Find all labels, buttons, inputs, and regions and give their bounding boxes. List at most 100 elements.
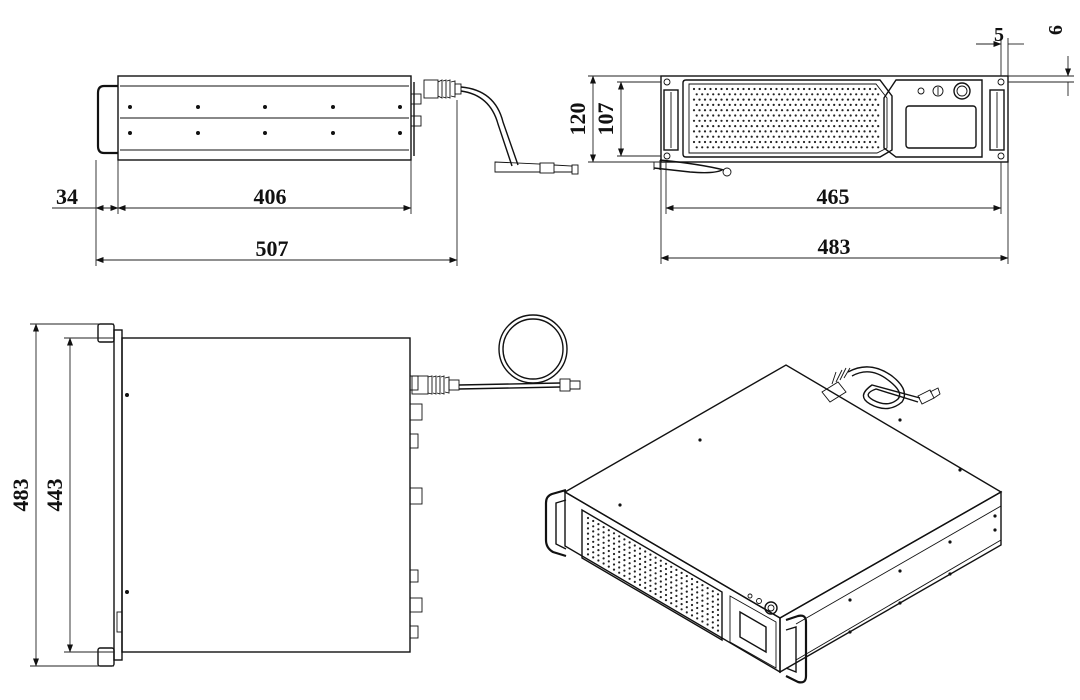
vent-hole [742, 130, 745, 133]
vent-hole [654, 556, 657, 559]
vent-hole [797, 98, 800, 101]
front-handle-right [989, 89, 1005, 151]
vent-hole [728, 125, 731, 128]
vent-hole [670, 591, 673, 594]
vent-hole [844, 135, 847, 138]
vent-hole [772, 135, 775, 138]
vent-hole [716, 619, 720, 622]
vent-hole [592, 519, 595, 523]
vent-hole [767, 146, 770, 149]
vent-hole [824, 140, 828, 144]
vent-hole [633, 554, 636, 558]
vent-hole [618, 561, 621, 564]
vent-hole [706, 592, 709, 595]
vent-hole [747, 109, 751, 112]
vent-hole [654, 587, 657, 591]
vent-hole [833, 114, 836, 117]
vent-hole [877, 125, 880, 128]
vent-hole [871, 103, 874, 106]
vent-hole [725, 140, 729, 144]
vent-hole [633, 560, 636, 563]
isometric-view [544, 364, 1003, 684]
vent-hole [855, 135, 858, 138]
vent-hole [794, 114, 797, 117]
vent-hole [824, 87, 828, 91]
vent-hole [633, 549, 636, 552]
vent-hole [701, 114, 704, 117]
vent-hole [772, 146, 775, 149]
vent-hole [728, 103, 731, 106]
vent-hole [747, 87, 751, 91]
vent-hole [586, 537, 590, 540]
vent-hole [786, 109, 789, 112]
vent-hole [597, 538, 600, 541]
vent-hole [874, 119, 877, 122]
iso-vent-panel [581, 508, 723, 642]
vent-hole [866, 93, 869, 96]
vent-hole [592, 545, 595, 549]
vent-hole [761, 93, 764, 96]
vent-hole [868, 109, 872, 112]
vent-hole [846, 119, 850, 122]
vent-hole [813, 140, 817, 144]
vent-hole [734, 114, 737, 117]
vent-hole [800, 93, 803, 96]
vent-hole [649, 569, 652, 572]
vent-hole [685, 611, 688, 614]
vent-hole [717, 103, 720, 106]
vent-hole [852, 140, 855, 144]
vent-hole [628, 577, 631, 580]
vent-hole [716, 603, 720, 606]
vent-hole [838, 103, 841, 106]
vent-hole [797, 140, 800, 144]
vent-hole [734, 135, 737, 138]
vent-hole [725, 98, 729, 101]
vent-hole [794, 125, 797, 128]
vent-hole [698, 109, 701, 112]
vent-hole [739, 135, 742, 138]
vent-hole [597, 523, 600, 526]
vent-hole [734, 146, 737, 149]
vent-hole [659, 559, 662, 562]
vent-hole [680, 597, 683, 601]
vent-hole [649, 584, 652, 587]
vent-hole [680, 608, 683, 611]
vent-hole [670, 596, 673, 600]
vent-hole [685, 574, 688, 578]
vent-hole [607, 565, 610, 568]
vent-hole [696, 580, 699, 584]
vent-hole [775, 109, 778, 112]
vent-hole [720, 119, 723, 122]
vent-hole [822, 93, 825, 96]
front-vent-grid [692, 87, 880, 149]
vent-hole [833, 146, 836, 149]
vent-hole [670, 565, 673, 568]
vent-hole [871, 146, 874, 149]
vent-hole [780, 130, 784, 133]
vent-hole [822, 146, 825, 149]
vent-hole [670, 570, 673, 574]
vent-hole [612, 568, 616, 571]
vent-hole [720, 130, 723, 133]
vent-hole [649, 579, 652, 582]
vent-hole [680, 592, 683, 595]
vent-hole [692, 119, 696, 122]
vent-hole [728, 135, 731, 138]
vent-hole [835, 98, 839, 101]
vent-hole [800, 114, 803, 117]
vent-hole [824, 98, 828, 101]
dim-top-total-depth: 483 [8, 479, 33, 512]
vent-hole [868, 119, 872, 122]
vent-hole [690, 577, 694, 581]
vent-hole [725, 119, 729, 122]
vent-hole [756, 146, 759, 149]
vent-hole [659, 570, 662, 573]
vent-hole [664, 599, 668, 602]
vent-hole [618, 566, 621, 569]
vent-hole [618, 545, 621, 548]
vent-hole [695, 114, 698, 117]
vent-hole [786, 98, 789, 101]
vent-hole [714, 130, 718, 133]
vent-hole [811, 103, 814, 106]
vent-hole [690, 583, 694, 586]
